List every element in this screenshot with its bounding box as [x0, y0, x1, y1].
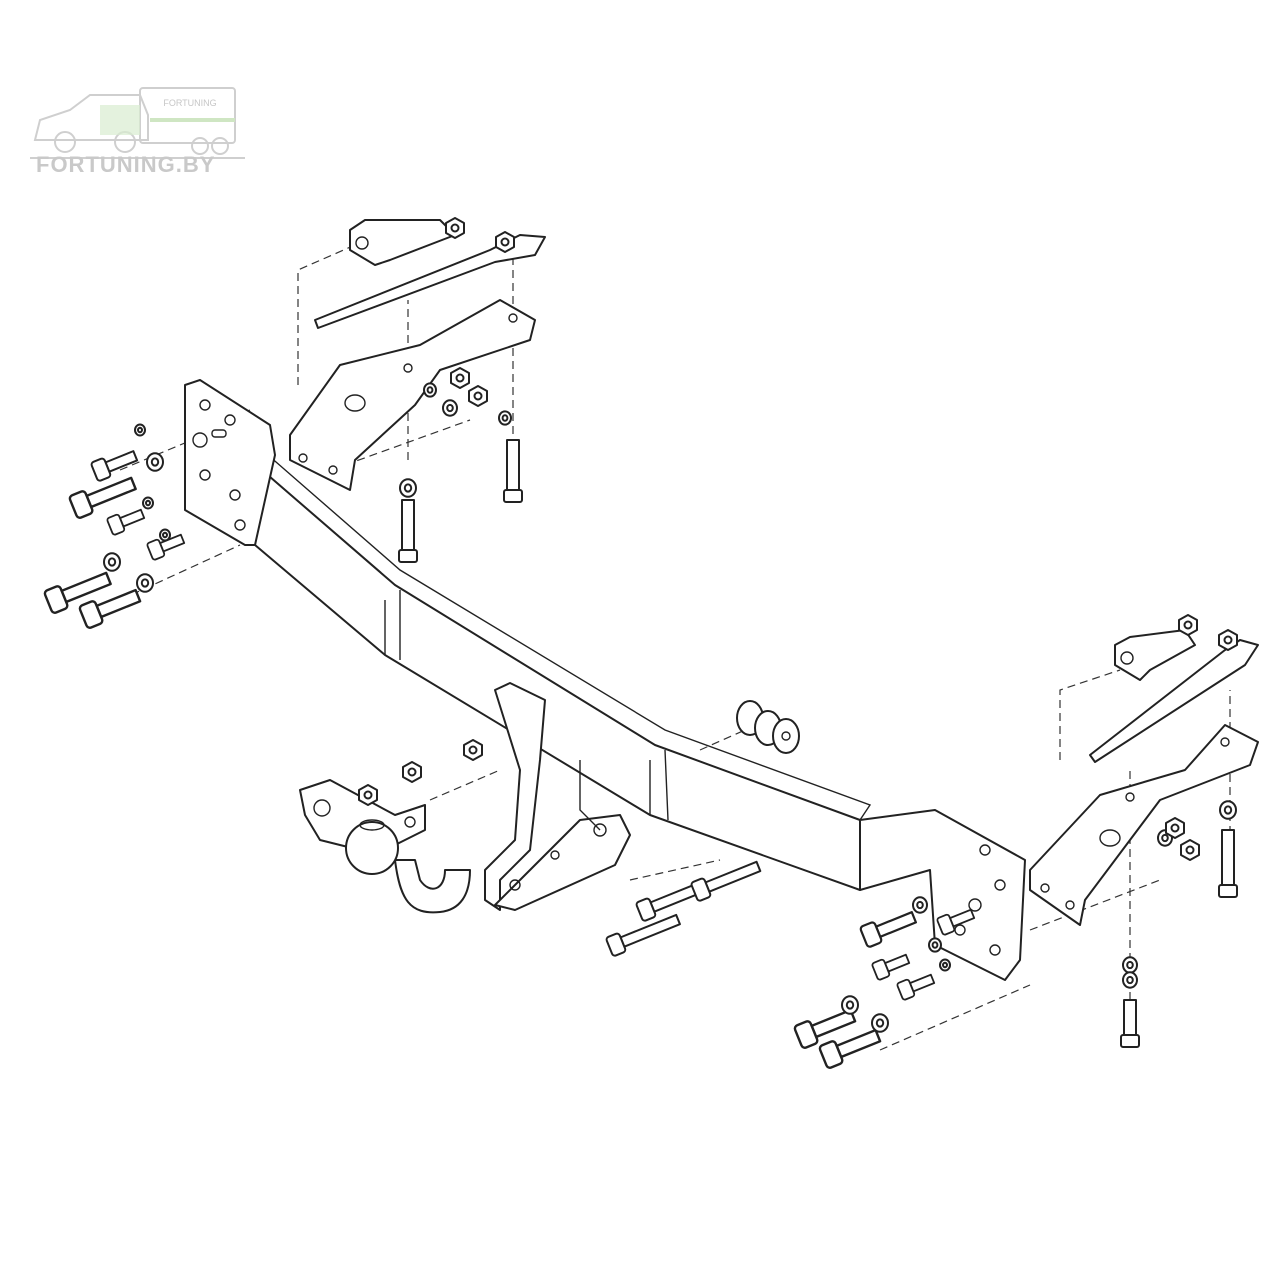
washer-hole: [145, 499, 151, 507]
nut-hole: [407, 767, 417, 777]
bolt: [68, 476, 137, 519]
nut-hole: [363, 790, 373, 800]
nut-hole: [500, 237, 510, 247]
left-clamp-plate: [314, 219, 546, 329]
bolt: [106, 508, 146, 536]
washer-hole: [1126, 975, 1134, 985]
bolt: [818, 1028, 882, 1069]
washer-hole: [942, 961, 948, 969]
logo-brand-text: FORTUNING.BY: [36, 152, 216, 177]
washer-hole: [1126, 960, 1134, 970]
bolt: [859, 911, 918, 948]
washer-hole: [501, 414, 509, 422]
brand-logo: FORTUNING: [30, 87, 245, 159]
bolt: [605, 913, 681, 957]
washer-hole: [845, 1000, 855, 1010]
right-mounting-plate: [859, 809, 1026, 981]
bolt: [78, 588, 142, 629]
bolt: [793, 1008, 857, 1049]
nut-hole: [473, 391, 483, 401]
washer-hole: [446, 403, 454, 413]
rubber-buffer: [736, 700, 800, 754]
washer-hole: [875, 1018, 885, 1028]
left-mounting-plate: [184, 379, 276, 546]
washer-hole: [137, 426, 143, 434]
washer-hole: [1223, 805, 1233, 815]
nut-hole: [450, 223, 460, 233]
left-side-bracket: [289, 299, 536, 491]
washer-hole: [162, 531, 168, 539]
bolt: [146, 533, 186, 561]
washer-hole: [107, 557, 117, 567]
nut-hole: [1223, 635, 1233, 645]
tow-ball-assembly: [299, 779, 471, 914]
bolt: [635, 880, 707, 922]
assembly-guide-lines: [119, 244, 1231, 1051]
right-side-bracket: [1029, 724, 1259, 926]
nut-hole: [1183, 620, 1193, 630]
washer-hole: [426, 386, 434, 394]
bolt: [401, 499, 415, 551]
bolt: [1221, 829, 1235, 886]
bolt: [871, 953, 911, 981]
bolt-head: [398, 549, 418, 563]
bolt: [936, 908, 976, 936]
washer-hole: [140, 578, 150, 588]
nut-hole: [468, 745, 478, 755]
logo-trailer-text: FORTUNING: [163, 98, 216, 108]
washer-hole: [931, 941, 939, 949]
nut-hole: [455, 373, 465, 383]
bolt-head: [503, 489, 523, 503]
bolt-head: [1218, 884, 1238, 898]
washer-hole: [1161, 833, 1169, 843]
right-clamp-plate: [1089, 629, 1259, 763]
washer-hole: [916, 900, 924, 910]
ball-mount-bracket: [484, 682, 631, 911]
nut-hole: [1170, 823, 1180, 833]
fastener-set: [43, 217, 1238, 1069]
bolt: [90, 450, 139, 482]
bolt: [896, 973, 936, 1001]
bolt: [43, 571, 112, 614]
bolt-head: [1120, 1034, 1140, 1048]
nut-hole: [1185, 845, 1195, 855]
washer-hole: [150, 457, 160, 467]
washer-hole: [403, 483, 413, 493]
bolt: [690, 860, 762, 902]
bolt: [506, 439, 520, 491]
bolt: [1123, 999, 1137, 1036]
